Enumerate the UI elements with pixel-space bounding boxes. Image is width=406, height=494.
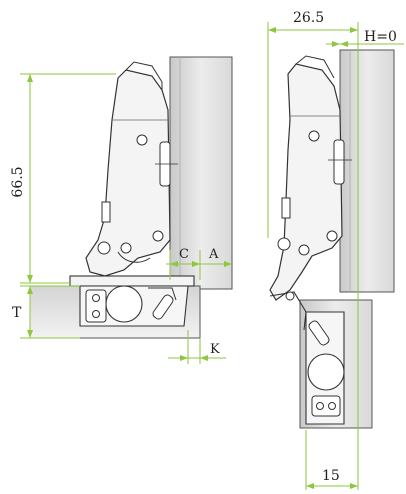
hinge-base-plate	[69, 275, 195, 287]
right-dimensions	[267, 22, 404, 490]
cup-wheel	[105, 285, 143, 323]
label-k: K	[210, 342, 220, 357]
hinge-pivot-lower	[97, 241, 111, 255]
label-h-0: H=0	[364, 29, 397, 45]
left-hinge-view	[29, 56, 233, 339]
left-dimensions	[20, 73, 232, 364]
label-t: T	[12, 305, 22, 321]
label-66-5: 66.5	[10, 166, 26, 197]
hinge-pivot-upper	[136, 134, 148, 146]
label-c: C	[179, 247, 189, 262]
right-cabinet-side-panel	[339, 49, 395, 293]
right-hinge-arm	[269, 63, 343, 301]
right-hinge-view	[269, 49, 395, 429]
hinge-arm	[85, 69, 171, 277]
label-15: 15	[322, 468, 340, 484]
label-a: A	[208, 247, 219, 262]
label-26-5: 26.5	[293, 10, 324, 26]
